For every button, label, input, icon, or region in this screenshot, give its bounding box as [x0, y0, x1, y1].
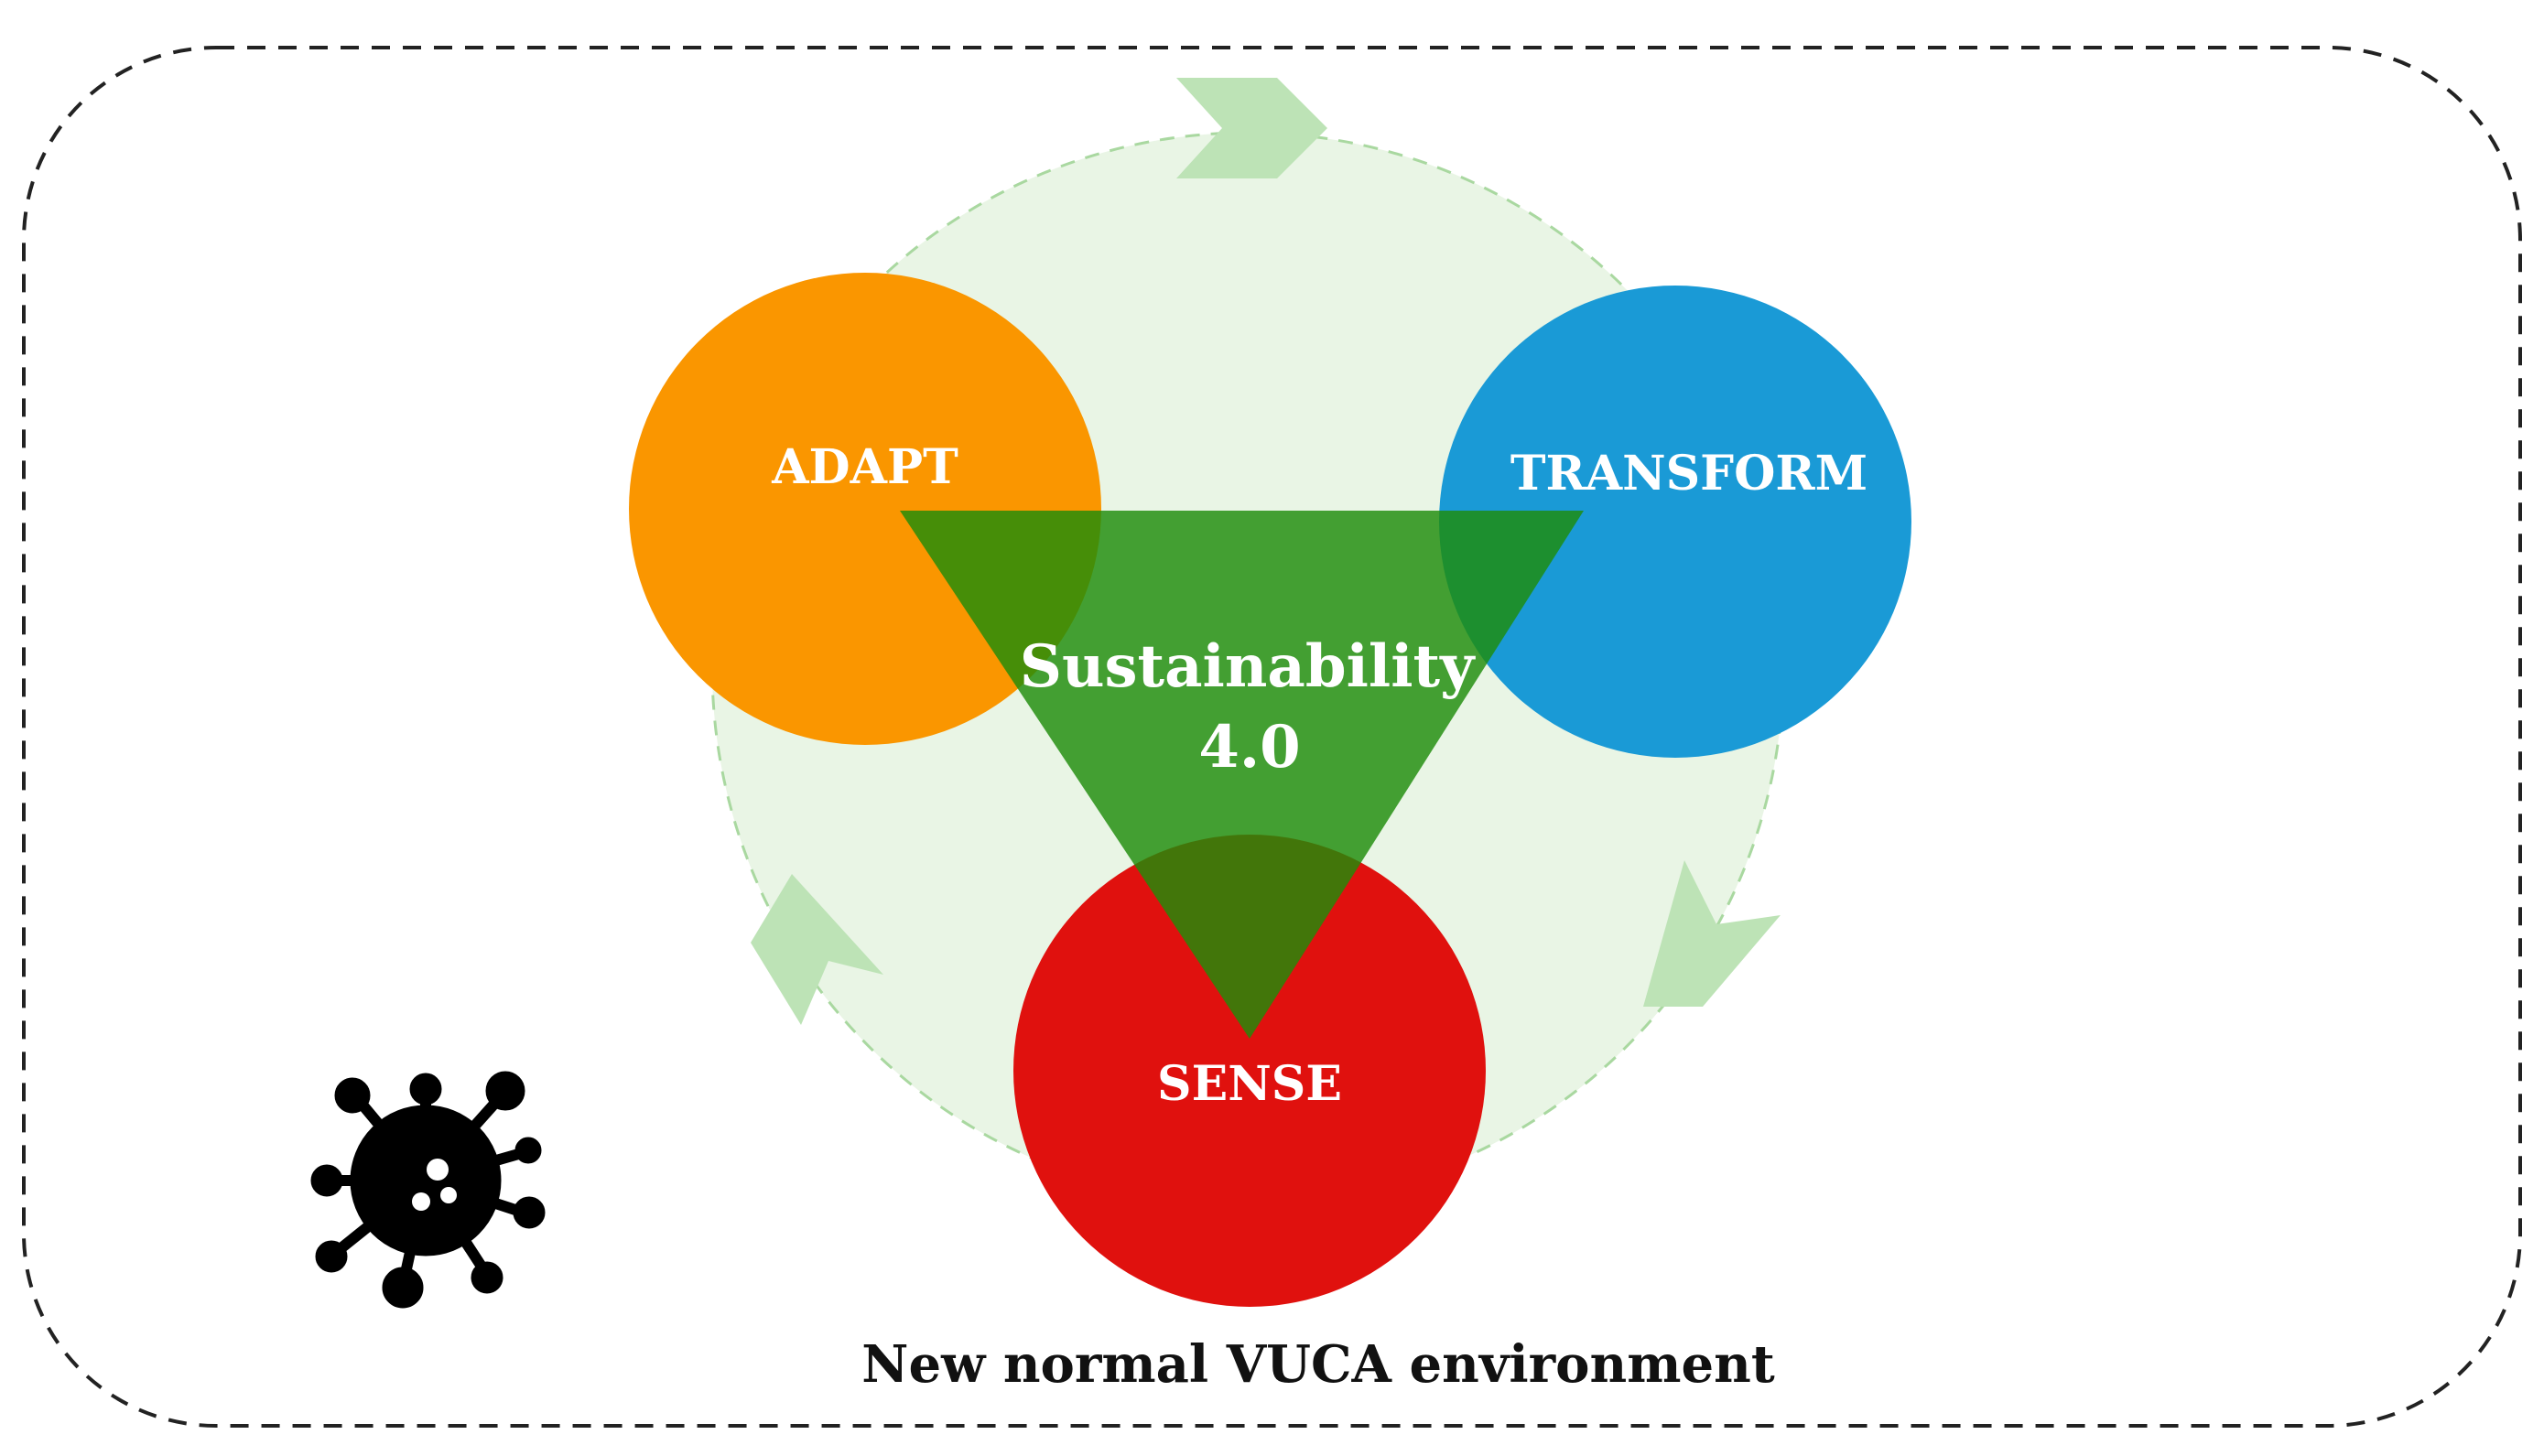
- virus-icon: [310, 1071, 546, 1309]
- cycle-arrow-left-icon: [751, 874, 883, 1025]
- transform-label: TRANSFORM: [1510, 446, 1867, 502]
- environment-boundary: [22, 46, 2522, 1428]
- cycle-arrow-right-icon: [1643, 860, 1781, 1007]
- sustainability-triangle: [900, 511, 1584, 1039]
- sense-node: [1013, 835, 1486, 1307]
- sustainability-title: Sustainability: [1020, 632, 1476, 701]
- transform-node: [1439, 286, 1911, 758]
- adapt-label: ADAPT: [771, 439, 958, 495]
- sustainability-version: 4.0: [1198, 713, 1300, 782]
- sense-label: SENSE: [1157, 1056, 1342, 1112]
- environment-label: New normal VUCA environment: [861, 1334, 1775, 1395]
- cycle-arrow-top-icon: [1176, 78, 1327, 178]
